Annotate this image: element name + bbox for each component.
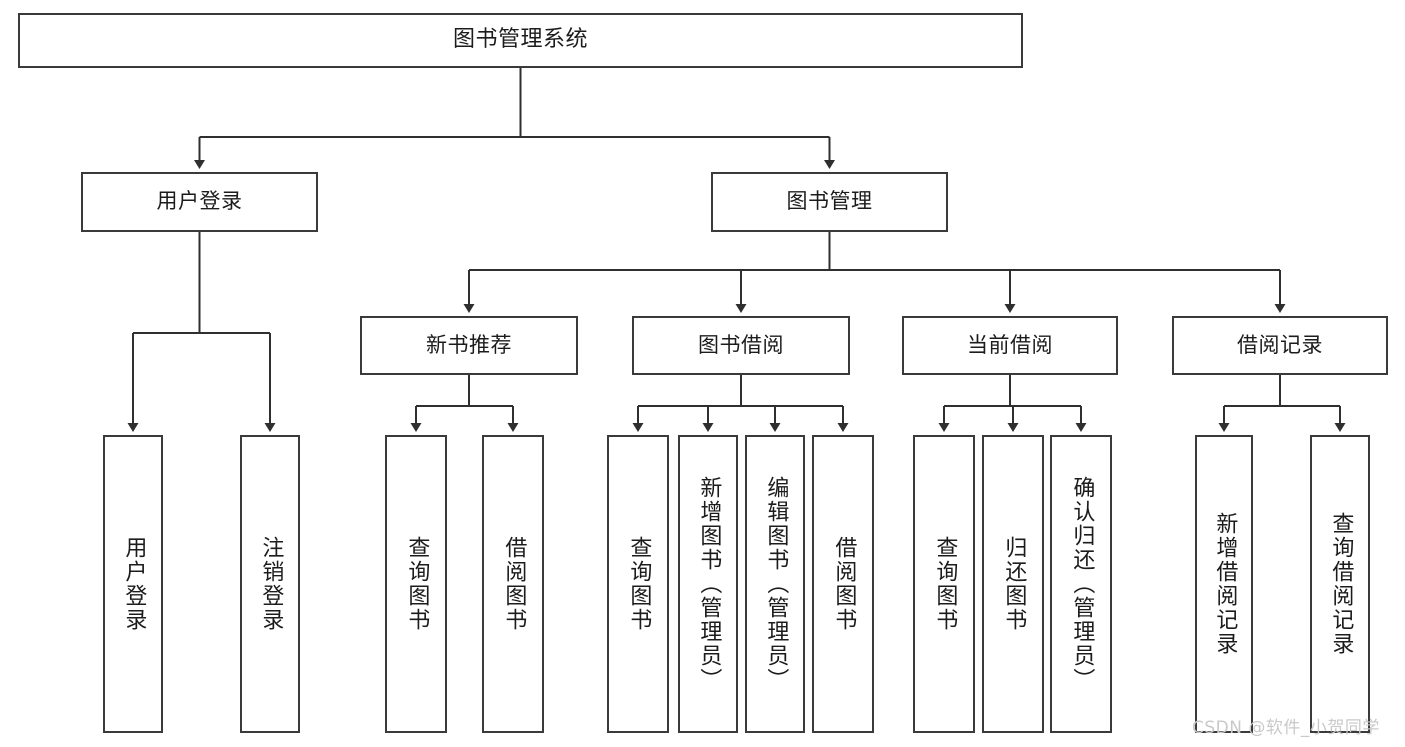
node-login[interactable]: 用户登录	[81, 172, 318, 232]
node-label: 图书管理	[786, 189, 873, 214]
node-label: 查询图书	[932, 536, 958, 632]
node-l-editbook[interactable]: 编辑图书（管理员）	[745, 435, 805, 733]
node-current[interactable]: 当前借阅	[902, 316, 1118, 375]
node-label: 查询图书	[626, 536, 652, 632]
node-bookmgmt[interactable]: 图书管理	[711, 172, 948, 232]
node-label: 借阅记录	[1237, 332, 1323, 357]
node-records[interactable]: 借阅记录	[1172, 316, 1388, 375]
node-l-return[interactable]: 归还图书	[982, 435, 1044, 733]
node-label: 新书推荐	[426, 332, 512, 357]
node-label: 当前借阅	[967, 332, 1053, 357]
node-l-logout[interactable]: 注销登录	[240, 435, 300, 733]
node-label: 查询借阅记录	[1328, 512, 1354, 656]
node-label: 借阅图书	[831, 536, 857, 632]
node-label: 编辑图书（管理员）	[763, 476, 789, 692]
node-label: 注销登录	[258, 536, 284, 632]
node-l-confirm[interactable]: 确认归还（管理员）	[1050, 435, 1112, 733]
node-l-bbook1[interactable]: 借阅图书	[482, 435, 544, 733]
node-label: 新增图书（管理员）	[696, 476, 722, 692]
node-l-addbook[interactable]: 新增图书（管理员）	[678, 435, 738, 733]
node-l-qbook2[interactable]: 查询图书	[607, 435, 669, 733]
node-l-qbook1[interactable]: 查询图书	[385, 435, 447, 733]
node-l-qbook3[interactable]: 查询图书	[913, 435, 975, 733]
node-label: 归还图书	[1001, 536, 1027, 632]
node-label: 确认归还（管理员）	[1069, 476, 1095, 692]
watermark: CSDN @软件_小贺同学	[1192, 718, 1380, 738]
node-newrec[interactable]: 新书推荐	[360, 316, 578, 375]
node-root[interactable]: 图书管理系统	[18, 13, 1023, 68]
node-label: 图书管理系统	[452, 27, 588, 53]
node-label: 用户登录	[156, 189, 243, 214]
node-label: 用户登录	[121, 536, 147, 632]
node-label: 查询图书	[404, 536, 430, 632]
node-l-qrec[interactable]: 查询借阅记录	[1310, 435, 1370, 733]
node-label: 新增借阅记录	[1212, 512, 1238, 656]
node-l-bbook2[interactable]: 借阅图书	[812, 435, 874, 733]
node-label: 图书借阅	[698, 332, 784, 357]
node-label: 借阅图书	[501, 536, 527, 632]
node-l-addrec[interactable]: 新增借阅记录	[1195, 435, 1253, 733]
node-l-login[interactable]: 用户登录	[103, 435, 163, 733]
node-borrow[interactable]: 图书借阅	[632, 316, 850, 375]
